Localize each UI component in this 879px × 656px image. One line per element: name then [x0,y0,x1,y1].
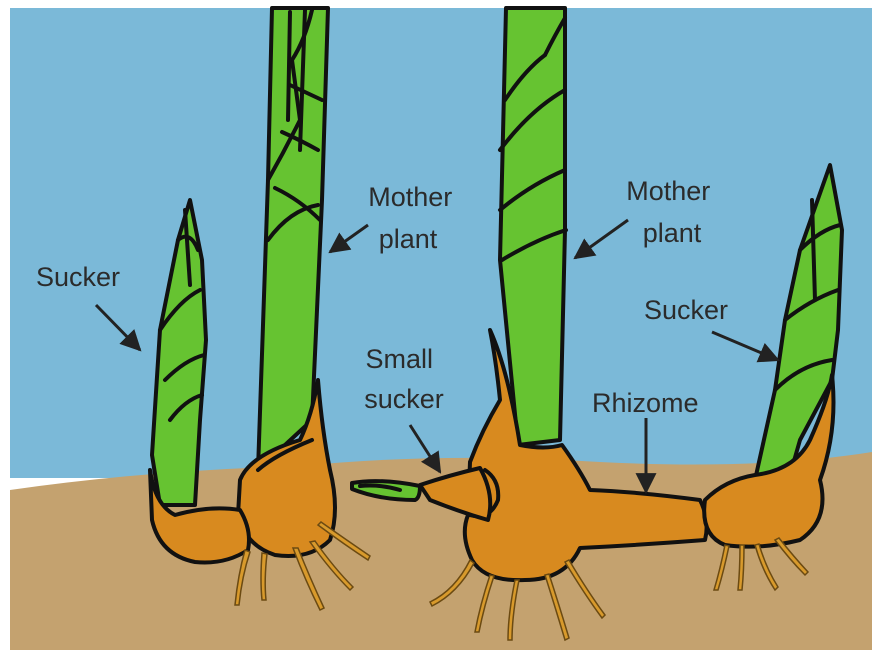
right-mother-plant [500,8,566,445]
label-rhizome: Rhizome [592,388,699,418]
label-sucker-right: Sucker [644,295,728,325]
label-sucker-left: Sucker [36,262,120,292]
